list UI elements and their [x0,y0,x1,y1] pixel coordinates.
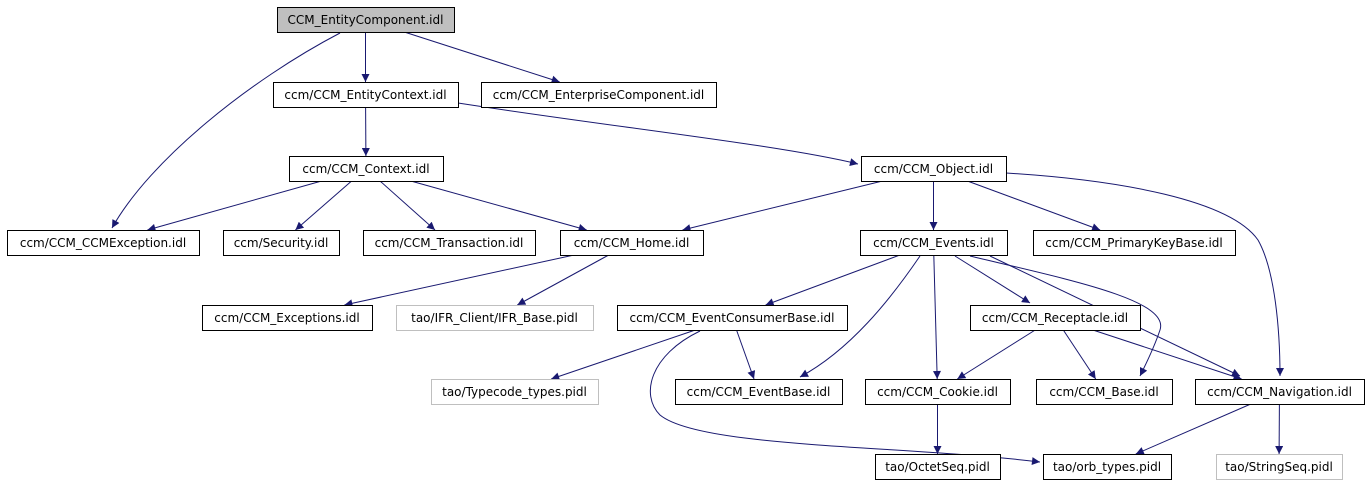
node-box [289,156,444,182]
node-label: tao/Typecode_types.pidl [442,385,587,399]
dependency-edges [111,31,1284,466]
edge-n15-to-n20 [1092,329,1242,381]
node-n23[interactable]: tao/StringSeq.pidl [1216,454,1343,480]
node-box [1033,230,1236,256]
node-n11[interactable]: ccm/CCM_PrimaryKeyBase.idl [1033,230,1236,256]
node-label: ccm/CCM_PrimaryKeyBase.idl [1045,236,1223,250]
node-label: ccm/CCM_Home.idl [574,236,690,250]
edge-n10-to-n19 [969,255,1162,377]
node-box [1036,379,1173,405]
edge-n04-to-n08 [379,180,436,231]
node-n09[interactable]: ccm/CCM_Home.idl [560,230,704,256]
node-label: ccm/CCM_Events.idl [873,236,994,250]
node-n14[interactable]: ccm/CCM_EventConsumerBase.idl [617,305,848,331]
node-box [396,305,594,331]
node-label: ccm/Security.idl [234,236,329,250]
node-n07[interactable]: ccm/Security.idl [223,230,340,256]
node-box [202,305,373,331]
edge-n01-to-n06 [111,32,341,229]
node-label: tao/IFR_Client/IFR_Base.pidl [411,311,578,325]
node-box [277,7,455,33]
node-label: ccm/CCM_EntityContext.idl [284,88,446,102]
node-label: ccm/CCM_CCMException.idl [20,236,186,250]
edge-n05-to-n09 [682,180,883,232]
node-box [875,454,1001,480]
edge-n20-to-n22 [1135,403,1251,455]
node-n06[interactable]: ccm/CCM_CCMException.idl [7,230,200,256]
node-n19[interactable]: ccm/CCM_Base.idl [1036,379,1173,405]
node-n08[interactable]: ccm/CCM_Transaction.idl [363,230,536,256]
edge-n09-to-n12 [344,254,575,308]
edge-n04-to-n09 [410,180,587,232]
node-label: ccm/CCM_Receptacle.idl [982,311,1128,325]
node-box [1043,454,1172,480]
node-n22[interactable]: tao/orb_types.pidl [1043,454,1172,480]
node-box [861,156,1007,182]
node-n04[interactable]: ccm/CCM_Context.idl [289,156,444,182]
node-n20[interactable]: ccm/CCM_Navigation.idl [1195,379,1365,405]
node-box [363,230,536,256]
dependency-nodes: CCM_EntityComponent.idl ccm/CCM_EntityCon… [7,7,1365,480]
edge-n10-to-n14 [765,254,901,306]
node-label: ccm/CCM_Base.idl [1049,385,1158,399]
node-label: ccm/CCM_EnterpriseComponent.idl [493,88,705,102]
node-n21[interactable]: tao/OctetSeq.pidl [875,454,1001,480]
edge-n10-to-n18 [932,254,941,380]
edge-n10-to-n17 [799,255,921,378]
node-n01[interactable]: CCM_EntityComponent.idl [277,7,455,33]
edge-n05-to-n20 [1005,172,1284,377]
edge-n10-to-n15 [954,255,1031,304]
edge-n14-to-n16 [551,329,696,381]
node-n03[interactable]: ccm/CCM_EnterpriseComponent.idl [481,82,717,108]
node-box [865,379,1011,405]
edge-n14-to-n17 [736,329,756,380]
node-box [675,379,843,405]
node-box [1216,454,1343,480]
node-box [431,379,599,405]
node-n18[interactable]: ccm/CCM_Cookie.idl [865,379,1011,405]
node-label: ccm/CCM_Object.idl [874,162,993,176]
node-label: ccm/CCM_Context.idl [302,162,429,176]
edge-n04-to-n06 [147,180,322,232]
edge-n05-to-n11 [967,180,1101,231]
edge-n15-to-n18 [957,329,1036,380]
node-n13[interactable]: tao/IFR_Client/IFR_Base.pidl [396,305,594,331]
node-label: CCM_EntityComponent.idl [288,13,444,27]
node-box [1195,379,1365,405]
node-box [860,230,1008,256]
node-n17[interactable]: ccm/CCM_EventBase.idl [675,379,843,405]
node-box [7,230,200,256]
node-n02[interactable]: ccm/CCM_EntityContext.idl [273,82,459,108]
node-box [970,305,1141,331]
node-label: tao/OctetSeq.pidl [885,460,990,474]
node-label: ccm/CCM_Navigation.idl [1207,385,1352,399]
edge-n14-to-n22 [649,330,1041,466]
edge-n04-to-n07 [295,180,352,231]
node-label: ccm/CCM_Exceptions.idl [214,311,359,325]
node-label: ccm/CCM_Transaction.idl [375,236,524,250]
node-label: tao/StringSeq.pidl [1225,460,1333,474]
node-n16[interactable]: tao/Typecode_types.pidl [431,379,599,405]
edge-n01-to-n03 [404,31,560,84]
node-label: tao/orb_types.pidl [1053,460,1161,474]
node-n05[interactable]: ccm/CCM_Object.idl [861,156,1007,182]
edge-n02-to-n05 [457,102,859,166]
edge-n15-to-n19 [1062,329,1097,380]
node-label: ccm/CCM_EventBase.idl [687,385,831,399]
node-box [273,82,459,108]
node-box [560,230,704,256]
node-n12[interactable]: ccm/CCM_Exceptions.idl [202,305,373,331]
node-box [481,82,717,108]
node-box [223,230,340,256]
node-label: ccm/CCM_Cookie.idl [877,385,998,399]
edge-n09-to-n13 [517,254,609,306]
node-label: ccm/CCM_EventConsumerBase.idl [630,311,835,325]
node-box [617,305,848,331]
node-n10[interactable]: ccm/CCM_Events.idl [860,230,1008,256]
node-n15[interactable]: ccm/CCM_Receptacle.idl [970,305,1141,331]
